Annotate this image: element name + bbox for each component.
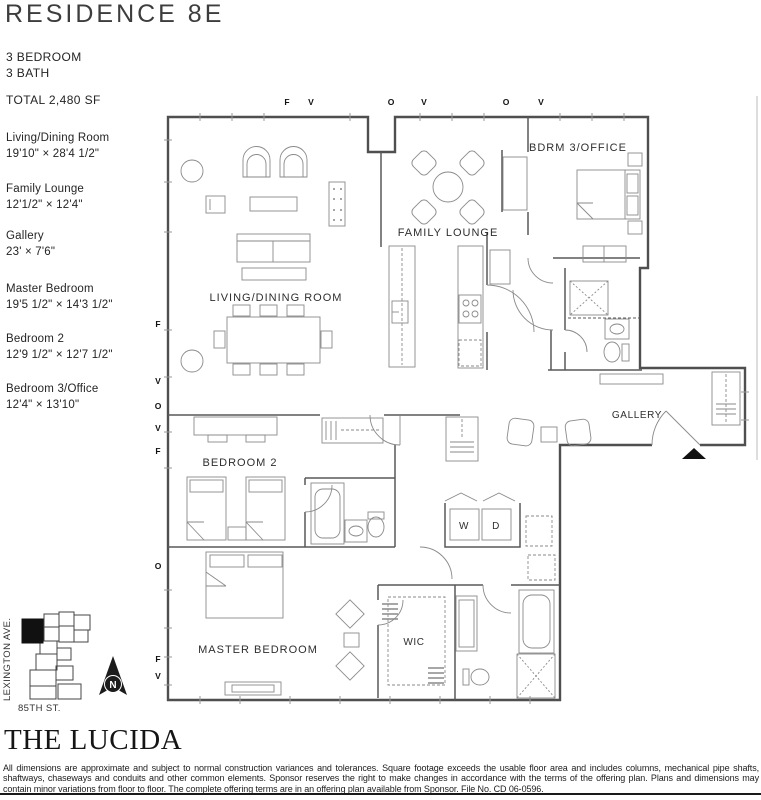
total-sf: TOTAL 2,480 SF [6,93,101,107]
furniture-bedroom3 [502,152,643,263]
entry-arrow [682,448,706,459]
marker-letter: O [155,561,162,571]
furniture-bedroom2 [186,416,479,545]
furniture-kitchen [388,245,511,369]
marker-letter: V [155,671,161,681]
label-bdrm3-office: BDRM 3/OFFICE [529,142,627,154]
room-name: Gallery [6,230,44,242]
furniture-hall-bath [569,280,630,363]
street-label-lexington: LEXINGTON AVE. [2,618,13,701]
marker-letter: V [155,376,161,386]
marker-letter: F [155,654,160,664]
label-living-dining: LIVING/DINING ROOM [210,292,343,304]
room-dims: 12'4" × 13'10" [6,399,80,411]
room-dims: 12'1/2" × 12'4" [6,199,83,211]
wall-ticks [164,113,749,704]
label-wic: WIC [403,637,424,648]
marker-letters-left: F V O V F O F V [155,319,162,681]
label-gallery: GALLERY [612,410,662,421]
room-dims: 23' × 7'6" [6,246,56,258]
room-dims: 19'5 1/2" × 14'3 1/2" [6,299,113,311]
label-family-lounge: FAMILY LOUNGE [398,227,499,239]
room-dims: 19'10" × 28'4 1/2" [6,148,100,160]
marker-letter: V [421,97,427,107]
room-list-item: Master Bedroom 19'5 1/2" × 14'3 1/2" [6,281,113,313]
plan-inner-walls [168,117,642,700]
room-name: Living/Dining Room [6,132,110,144]
furniture-family-lounge [411,150,485,225]
label-washer: W [459,521,469,532]
marker-letter: F [284,97,289,107]
building-name: THE LUCIDA [4,724,183,756]
compass: N [99,656,127,695]
room-name: Master Bedroom [6,283,94,295]
key-plan-building [29,611,91,700]
key-plan-unit-highlight [21,618,44,644]
page-title: RESIDENCE 8E [5,0,225,28]
bath-count: 3 BATH [6,66,50,80]
marker-letter: F [155,319,160,329]
room-list-item: Gallery 23' × 7'6" [6,228,55,260]
room-dims: 12'9 1/2" × 12'7 1/2" [6,349,113,361]
marker-letter: V [538,97,544,107]
key-plan: LEXINGTON AVE. 85TH ST. N [2,611,127,714]
room-list-item: Living/Dining Room 19'10" × 28'4 1/2" [6,130,109,162]
furniture-wic [382,596,446,686]
label-dryer: D [492,521,500,532]
room-list-item: Bedroom 3/Office 12'4" × 13'10" [6,381,98,413]
marker-letter: F [155,446,160,456]
marker-letter: O [388,97,395,107]
furniture-master-bedroom [205,551,365,696]
label-master-bedroom: MASTER BEDROOM [198,644,318,656]
furniture-laundry [449,508,556,581]
bedroom-count: 3 BEDROOM [6,50,82,64]
marker-letters-top: F V O V O V [284,97,544,107]
bottom-rule [0,793,761,795]
marker-letter: V [308,97,314,107]
furniture-gallery [506,371,741,447]
label-bedroom2: BEDROOM 2 [202,457,277,469]
room-name: Bedroom 2 [6,333,65,345]
room-list-item: Family Lounge 12'1/2" × 12'4" [6,181,84,213]
marker-letter: V [155,423,161,433]
plan-outer-walls [166,115,747,702]
room-name: Bedroom 3/Office [6,383,99,395]
compass-circle [104,675,122,693]
furniture-living-dining [180,146,346,376]
room-list-item: Bedroom 2 12'9 1/2" × 12'7 1/2" [6,331,113,363]
street-label-85th: 85TH ST. [18,703,61,714]
furniture-master-bath [455,589,556,699]
room-labels: LIVING/DINING ROOM FAMILY LOUNGE BDRM 3/… [198,142,662,656]
marker-letter: O [155,401,162,411]
compass-n-label: N [109,680,116,691]
legal-disclaimer: All dimensions are approximate and subje… [3,763,759,794]
room-name: Family Lounge [6,183,85,195]
floor-plan: F V O V O V F V O V F O F V [155,96,758,704]
marker-letter: O [503,97,510,107]
